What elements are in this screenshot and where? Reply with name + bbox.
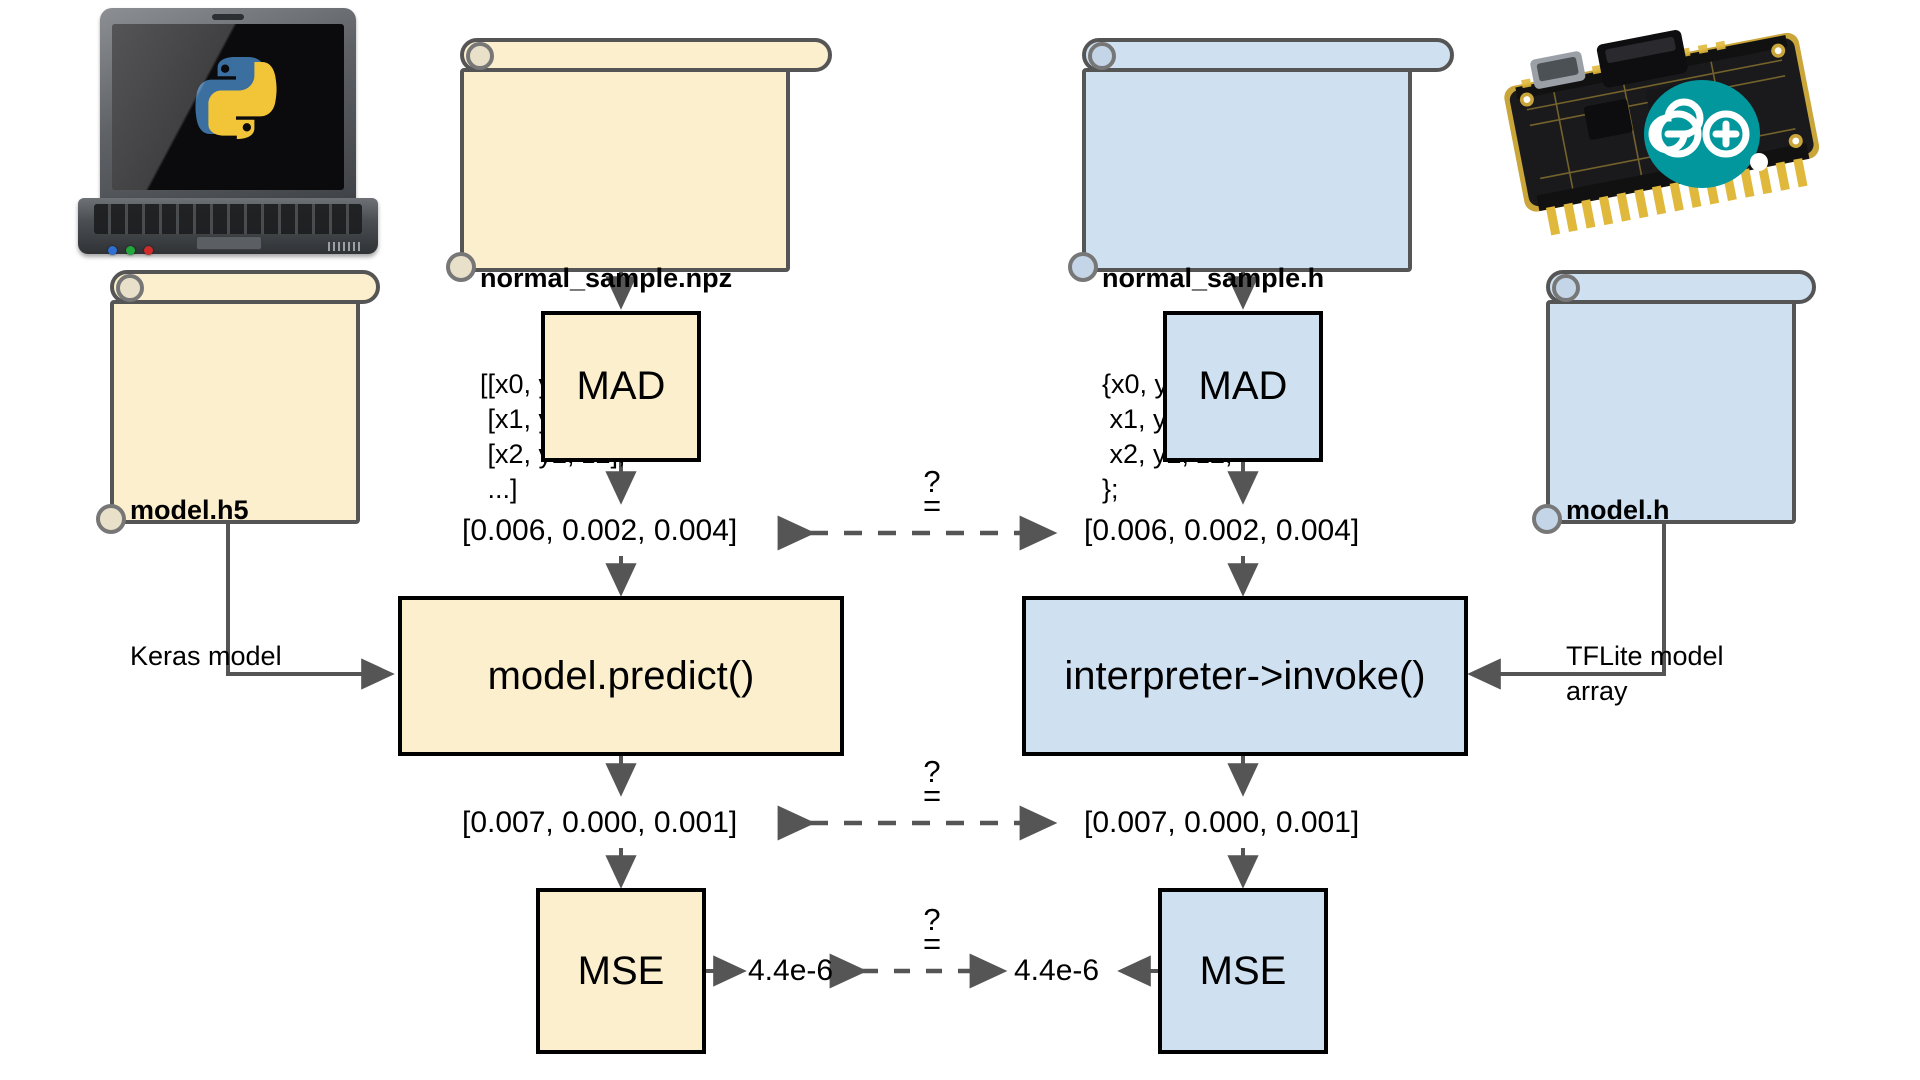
note-curl-bottom-icon [446, 252, 476, 282]
value-mse-arduino: 4.4e-6 [1014, 954, 1100, 987]
value-mse-python: 4.4e-6 [748, 954, 834, 987]
comparison-marker-predict: ? = [910, 754, 954, 814]
equals-glyph: = [922, 488, 942, 524]
arduino-board-svg [1504, 30, 1820, 236]
laptop-keyboard-base [78, 198, 378, 255]
laptop-trackpad-icon [196, 236, 262, 250]
process-box-label: MSE [1199, 948, 1287, 993]
value-mad-output-arduino: [0.006, 0.002, 0.004] [1084, 514, 1360, 547]
equals-glyph: = [922, 926, 942, 962]
note-curl-bottom-icon [1532, 504, 1562, 534]
question-mark-glyph: ? [923, 902, 941, 937]
note-normal-sample-h: normal_sample.h {x0, y0, z0, x1, y1, z1,… [1068, 38, 1454, 504]
comparison-marker-mad: ? = [910, 464, 954, 524]
note-curl-top-icon [466, 42, 494, 70]
note-roll-top [1082, 38, 1454, 72]
note-title: normal_sample.h [1102, 263, 1325, 294]
note-normal-sample-npz: normal_sample.npz [[x0, y0, z0], [x1, y1… [446, 38, 832, 504]
process-box-model-predict[interactable]: model.predict() [398, 596, 844, 756]
python-logo-icon [195, 57, 277, 139]
value-predict-output-python: [0.007, 0.000, 0.001] [462, 806, 738, 839]
note-roll-top [1546, 270, 1816, 304]
process-box-label: MAD [1198, 364, 1288, 408]
note-curl-bottom-icon [96, 504, 126, 534]
laptop-display [112, 24, 344, 190]
question-mark-glyph: ? [923, 754, 941, 789]
laptop-keyboard-icon [94, 204, 362, 234]
equals-glyph: = [922, 778, 942, 814]
comparison-marker-mse: ? = [910, 902, 954, 962]
arduino-board-icon [1494, 14, 1834, 254]
note-curl-bottom-icon [1068, 252, 1098, 282]
note-roll-top [460, 38, 832, 72]
process-box-mse-python[interactable]: MSE [536, 888, 706, 1054]
note-title: model.h5 [130, 495, 249, 526]
question-mark-glyph: ? [923, 464, 941, 499]
note-curl-top-icon [1552, 274, 1580, 302]
note-body: TFLite model array [1566, 640, 1724, 706]
process-box-mad-python[interactable]: MAD [541, 311, 701, 462]
process-box-mse-arduino[interactable]: MSE [1158, 888, 1328, 1054]
value-invoke-output-arduino: [0.007, 0.000, 0.001] [1084, 806, 1360, 839]
value-mad-output-python: [0.006, 0.002, 0.004] [462, 514, 738, 547]
process-box-label: model.predict() [487, 653, 755, 698]
laptop-webcam-icon [212, 14, 244, 20]
note-curl-top-icon [116, 274, 144, 302]
arduino-infinity-logo-icon [1644, 80, 1768, 188]
note-curl-top-icon [1088, 42, 1116, 70]
arduino-usb-connector-icon [1530, 51, 1586, 89]
laptop-status-leds [108, 242, 162, 260]
note-body: Keras model [130, 640, 282, 671]
laptop-vents-icon [328, 242, 362, 251]
laptop-screen-glare [112, 24, 344, 190]
process-box-label: interpreter->invoke() [1064, 653, 1426, 698]
note-title: normal_sample.npz [480, 263, 733, 294]
note-model-h: model.h TFLite model array [1532, 270, 1816, 706]
process-box-interpreter-invoke[interactable]: interpreter->invoke() [1022, 596, 1468, 756]
process-box-label: MSE [577, 948, 665, 993]
note-roll-top [110, 270, 380, 304]
note-model-h5: model.h5 Keras model [96, 270, 380, 671]
laptop-icon [78, 8, 378, 258]
note-title: model.h [1566, 495, 1670, 526]
laptop-screen-bezel [100, 8, 356, 204]
process-box-label: MAD [576, 364, 666, 408]
process-box-mad-arduino[interactable]: MAD [1163, 311, 1323, 462]
